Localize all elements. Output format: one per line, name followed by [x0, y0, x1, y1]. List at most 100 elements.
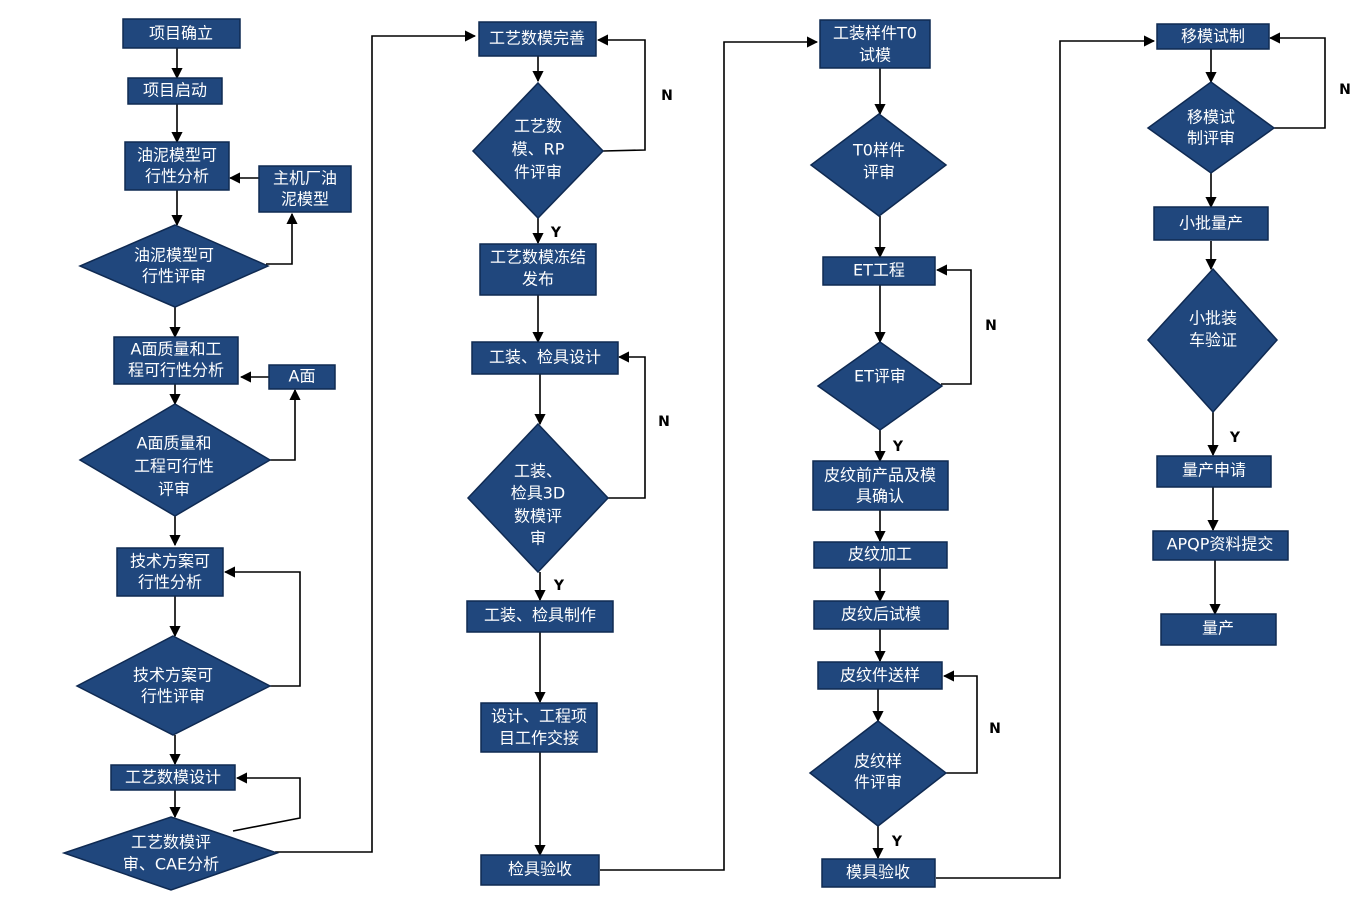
svg-text:ET工程: ET工程 — [853, 261, 905, 280]
label-no-3d: N — [658, 414, 670, 430]
node-project-confirm: 项目确立 — [122, 18, 241, 49]
svg-text:A面质量和工: A面质量和工 — [131, 340, 222, 359]
svg-text:检具3D: 检具3D — [511, 484, 566, 503]
edge-3d-back — [608, 351, 646, 499]
node-production-apply: 量产申请 — [1156, 455, 1272, 488]
edge-col1-to-col2 — [275, 30, 477, 853]
svg-text:行性评审: 行性评审 — [142, 267, 206, 286]
svg-text:量产申请: 量产申请 — [1182, 461, 1246, 480]
node-mass-production: 量产 — [1160, 613, 1277, 646]
svg-text:项目启动: 项目启动 — [143, 81, 207, 100]
svg-text:主机厂油: 主机厂油 — [273, 169, 337, 188]
label-yes-3d: Y — [553, 578, 565, 594]
node-t0-trial: 工装样件T0 试模 — [819, 19, 931, 69]
node-project-start: 项目启动 — [127, 77, 223, 105]
edge-labels: N Y N Y N Y N Y N Y — [550, 82, 1351, 850]
node-mold-transfer-review: 移模试 制评审 — [1146, 81, 1276, 174]
node-tech-plan-analysis: 技术方案可 行性分析 — [116, 547, 224, 597]
node-clay-model-review: 油泥模型可 行性评审 — [78, 224, 270, 308]
svg-text:审: 审 — [530, 529, 546, 548]
svg-text:小批装: 小批装 — [1189, 309, 1237, 328]
svg-text:模具验收: 模具验收 — [846, 863, 910, 882]
label-yes-vehicle: Y — [1229, 430, 1241, 446]
node-fixture-gauge-design: 工装、检具设计 — [471, 341, 619, 375]
svg-text:车验证: 车验证 — [1189, 331, 1237, 350]
svg-text:泥模型: 泥模型 — [281, 190, 329, 209]
svg-text:发布: 发布 — [522, 270, 554, 289]
node-fixture-gauge-make: 工装、检具制作 — [466, 600, 614, 633]
node-gauge-acceptance: 检具验收 — [480, 854, 600, 886]
svg-text:工艺数模评: 工艺数模评 — [131, 833, 211, 852]
svg-text:工装、检具设计: 工装、检具设计 — [489, 348, 601, 367]
svg-text:模、RP: 模、RP — [512, 140, 565, 159]
svg-text:技术方案可: 技术方案可 — [133, 666, 213, 685]
node-process-data-cae-review: 工艺数模评 审、CAE分析 — [61, 816, 280, 891]
svg-text:制评审: 制评审 — [1187, 129, 1235, 148]
svg-text:皮纹样: 皮纹样 — [854, 752, 902, 771]
edge-col3-to-col4 — [936, 35, 1156, 879]
svg-text:试模: 试模 — [859, 46, 891, 65]
svg-text:审、CAE分析: 审、CAE分析 — [123, 855, 219, 874]
svg-text:小批量产: 小批量产 — [1179, 214, 1243, 233]
svg-text:工艺数: 工艺数 — [514, 117, 562, 136]
node-post-grain-trial: 皮纹后试模 — [813, 600, 949, 630]
node-tech-plan-review: 技术方案可 行性评审 — [75, 635, 272, 736]
svg-text:数模评: 数模评 — [514, 507, 562, 526]
svg-text:程可行性分析: 程可行性分析 — [128, 361, 224, 380]
svg-text:皮纹前产品及模: 皮纹前产品及模 — [824, 466, 936, 485]
svg-text:件评审: 件评审 — [514, 163, 562, 182]
edge-transfer-review-back — [1268, 32, 1326, 129]
svg-text:ET评审: ET评审 — [854, 367, 906, 386]
node-process-data-improve: 工艺数模完善 — [478, 21, 597, 57]
svg-text:A面质量和: A面质量和 — [137, 434, 212, 453]
node-a-surface-review: A面质量和 工程可行性 评审 — [78, 403, 272, 517]
svg-text:目工作交接: 目工作交接 — [499, 729, 579, 748]
svg-text:移模试: 移模试 — [1187, 108, 1235, 127]
svg-text:项目确立: 项目确立 — [149, 24, 213, 43]
svg-text:皮纹加工: 皮纹加工 — [848, 545, 912, 564]
svg-text:APQP资料提交: APQP资料提交 — [1167, 535, 1274, 554]
label-yes-rp: Y — [550, 225, 562, 241]
svg-text:工艺数模冻结: 工艺数模冻结 — [490, 248, 586, 267]
svg-text:工装、: 工装、 — [514, 462, 562, 481]
node-grain-sample-review: 皮纹样 件评审 — [808, 720, 948, 827]
node-fixture-gauge-3d-review: 工装、 检具3D 数模评 审 — [466, 422, 610, 574]
node-small-batch: 小批量产 — [1153, 206, 1269, 241]
node-t0-review: T0样件 评审 — [809, 113, 948, 217]
node-a-surface: A面 — [268, 364, 336, 390]
node-process-data-rp-review: 工艺数 模、RP 件评审 — [471, 81, 605, 220]
node-grain-processing: 皮纹加工 — [813, 541, 948, 569]
node-process-data-freeze: 工艺数模冻结 发布 — [479, 243, 597, 296]
node-design-handover: 设计、工程项 目工作交接 — [480, 702, 598, 753]
svg-text:工艺数模完善: 工艺数模完善 — [489, 29, 585, 48]
label-no-rp: N — [661, 88, 673, 104]
svg-text:油泥模型可: 油泥模型可 — [134, 246, 214, 265]
svg-text:工艺数模设计: 工艺数模设计 — [125, 768, 221, 787]
node-mold-transfer-trial: 移模试制 — [1156, 23, 1270, 50]
edge-cae-back — [232, 772, 301, 832]
svg-text:工装样件T0: 工装样件T0 — [833, 24, 917, 43]
svg-text:评审: 评审 — [158, 480, 190, 499]
node-pre-grain-confirm: 皮纹前产品及模 具确认 — [812, 460, 949, 511]
label-no-et: N — [985, 318, 997, 334]
svg-text:A面: A面 — [289, 367, 316, 386]
label-yes-sample: Y — [891, 834, 903, 850]
edge-et-review-back — [935, 264, 972, 385]
label-yes-et: Y — [892, 439, 904, 455]
svg-text:行性分析: 行性分析 — [145, 167, 209, 186]
edge-a-review-a-surface — [268, 388, 301, 461]
svg-text:工装、检具制作: 工装、检具制作 — [484, 606, 596, 625]
svg-text:皮纹后试模: 皮纹后试模 — [841, 605, 921, 624]
svg-text:行性评审: 行性评审 — [141, 687, 205, 706]
svg-text:皮纹件送样: 皮纹件送样 — [840, 666, 920, 685]
node-et-engineering: ET工程 — [822, 256, 936, 286]
node-et-review: ET评审 — [816, 341, 944, 431]
edge-col2-to-col3 — [600, 36, 819, 871]
edge-review-oem — [266, 212, 298, 265]
node-mold-acceptance: 模具验收 — [821, 858, 936, 888]
node-clay-model-analysis: 油泥模型可 行性分析 — [124, 141, 230, 191]
label-no-sample: N — [989, 721, 1001, 737]
svg-text:工程可行性: 工程可行性 — [134, 457, 214, 476]
svg-text:量产: 量产 — [1202, 619, 1234, 638]
